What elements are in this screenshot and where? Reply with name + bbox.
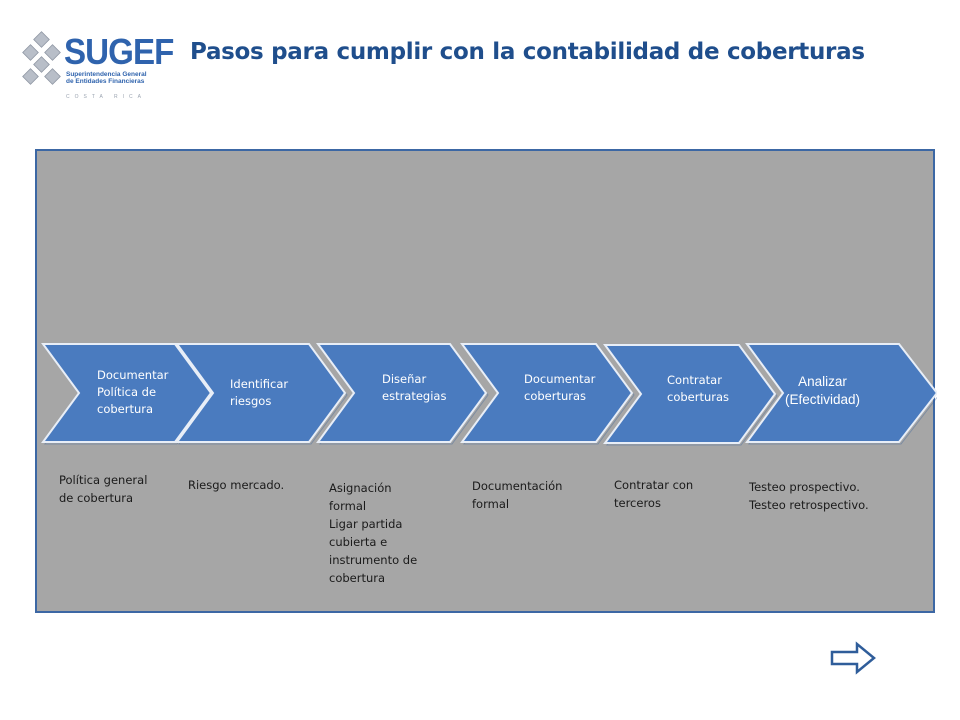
chevron-process (41, 343, 937, 446)
page-title: Pasos para cumplir con la contabilidad d… (190, 39, 865, 65)
step-label-4: Documentar coberturas (524, 372, 596, 403)
chevron-step-2 (175, 343, 347, 443)
step-label-2: Identificar riesgos (230, 377, 289, 408)
right-arrow-icon (830, 641, 876, 675)
chevron-step-6 (745, 343, 937, 443)
logo-country: COSTA RICA (66, 94, 146, 100)
chevron-step-3 (316, 343, 488, 443)
chevron-step-1 (41, 343, 213, 443)
chevron-step-4 (460, 343, 634, 443)
step-label-3: Diseñar estrategias (382, 372, 447, 403)
diamond-logo-icon (22, 31, 61, 85)
step-description-6: Testeo prospectivo. Testeo retrospectivo… (749, 480, 869, 512)
logo-wordmark: SUGEF (64, 31, 174, 72)
step-label-5: Contratar coberturas (667, 373, 730, 404)
step-description-3: Asignación formal Ligar partida cubierta… (329, 481, 418, 585)
logo-subtitle: Superintendencia General de Entidades Fi… (66, 71, 147, 85)
step-description-2: Riesgo mercado. (188, 478, 285, 492)
chevron-step-5 (603, 344, 777, 444)
step-description-5: Contratar con terceros (614, 478, 694, 510)
step-description-1: Política general de cobertura (59, 473, 148, 505)
step-description-4: Documentación formal (472, 479, 563, 511)
step-label-1: Documentar Política de cobertura (97, 368, 169, 416)
next-slide-button[interactable] (829, 641, 877, 675)
step-label-6: Analizar (Efectividad) (785, 374, 861, 407)
sugef-logo: SUGEF Superintendencia General de Entida… (20, 28, 174, 108)
